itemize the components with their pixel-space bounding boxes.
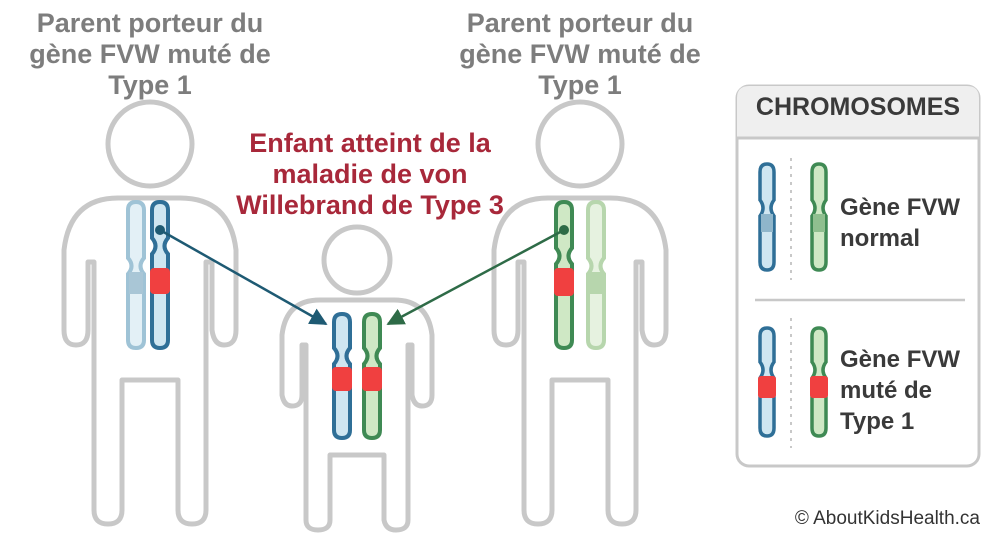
arrow-right-to-child	[386, 228, 565, 326]
legend-mutated-line-2: muté de	[840, 377, 933, 404]
parent-left-label-line-1: Parent porteur du	[36, 8, 264, 38]
parent-right-figure	[491, 99, 669, 527]
parent-left-label-line-2: gène FVW muté de	[29, 39, 271, 69]
child-body	[279, 297, 435, 533]
legend-green-mutated-chromosome	[810, 326, 828, 438]
parent-right-body	[491, 195, 669, 527]
arrow-left-to-child	[159, 228, 328, 326]
parent-left-chromosome-mutated	[150, 199, 170, 351]
legend-mutated-line-3: Type 1	[840, 408, 915, 435]
child-label-line-2: maladie de von	[272, 159, 468, 189]
child-head	[321, 224, 393, 296]
parent-left-head	[105, 99, 195, 189]
legend-title: CHROMOSOMES	[755, 93, 961, 121]
parent-right-head	[535, 99, 625, 189]
legend-blue-mutated-chromosome	[758, 326, 776, 438]
parent-right-chromosome-mutated	[554, 199, 574, 351]
legend-normal-label: Gène FVW normal	[840, 192, 960, 254]
parent-right-label-line-1: Parent porteur du	[466, 8, 694, 38]
parent-left-label-line-3: Type 1	[108, 70, 192, 100]
legend-green-normal-chromosome	[810, 162, 828, 272]
child-chromosome-blue	[332, 311, 352, 441]
legend-mutated-label: Gène FVW muté de Type 1	[840, 344, 960, 437]
parent-left-body	[61, 195, 239, 527]
parent-left-label: Parent porteur du gène FVW muté de Type …	[20, 8, 280, 101]
legend-blue-normal-chromosome	[758, 162, 776, 272]
parent-right-label: Parent porteur du gène FVW muté de Type …	[450, 8, 710, 101]
child-chromosome-green	[362, 311, 382, 441]
parent-right-chromosome-normal	[586, 199, 606, 351]
parent-right-label-line-2: gène FVW muté de	[459, 39, 701, 69]
parent-left-figure	[61, 99, 239, 527]
legend-normal-line-1: Gène FVW	[840, 194, 961, 221]
legend-normal-line-2: normal	[840, 225, 921, 252]
copyright-text: © AboutKidsHealth.ca	[794, 508, 980, 529]
parent-right-label-line-3: Type 1	[538, 70, 622, 100]
parent-left-chromosome-normal	[126, 199, 146, 351]
child-label-line-1: Enfant atteint de la	[249, 128, 491, 158]
child-figure	[279, 224, 435, 533]
child-label-line-3: Willebrand de Type 3	[236, 190, 504, 220]
legend-mutated-line-1: Gène FVW	[840, 346, 961, 373]
child-label: Enfant atteint de la maladie de von Will…	[230, 128, 510, 221]
legend-box	[735, 84, 981, 468]
